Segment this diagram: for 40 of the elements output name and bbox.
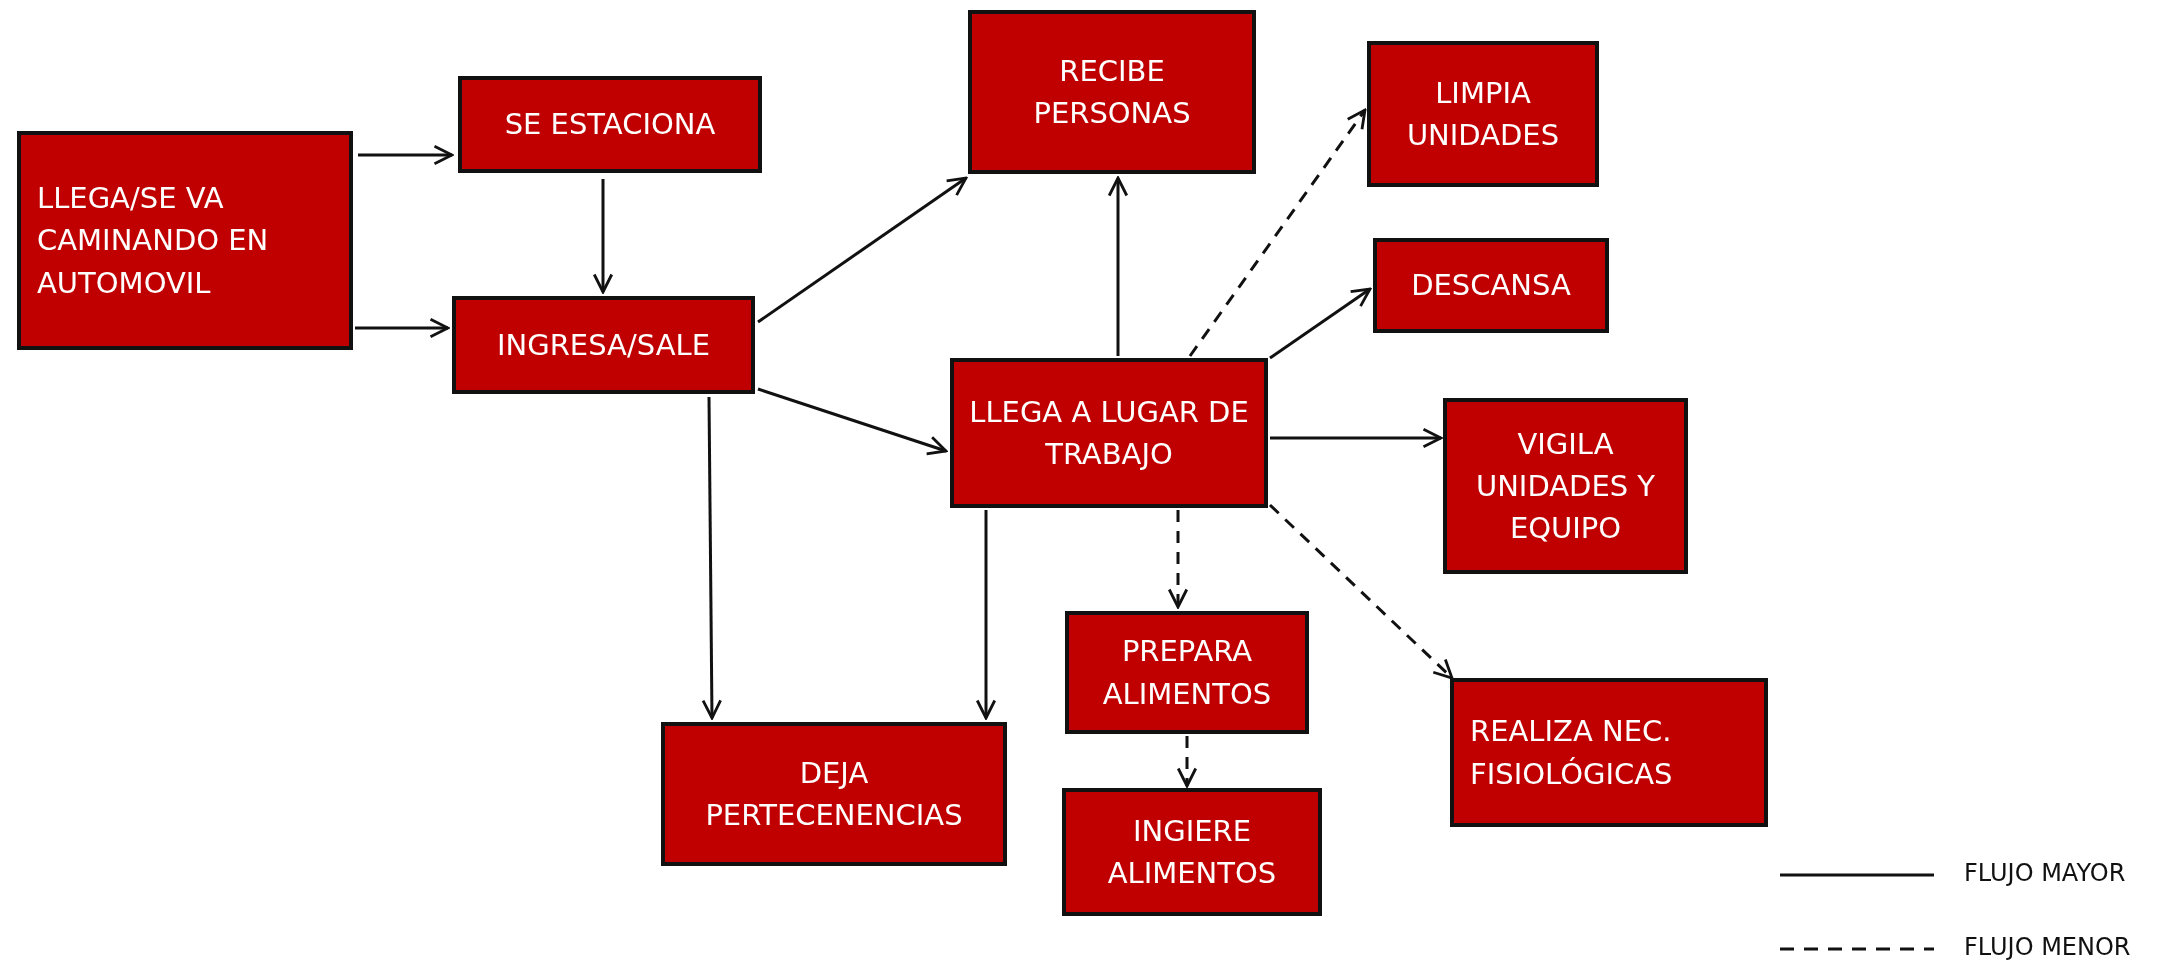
box-label: SE ESTACIONA (504, 106, 716, 144)
box-label: INGRESA/SALE (497, 326, 710, 364)
arrow (592, 179, 614, 294)
process-box (458, 76, 762, 173)
box-label: DEJA PERTECENENCIAS (704, 754, 964, 834)
process-box (661, 722, 1007, 866)
arrow (1188, 108, 1367, 357)
arrow (1269, 287, 1372, 360)
box-label: INGIERE ALIMENTOS (1106, 812, 1278, 892)
box-label: LLEGA/SE VA CAMINANDO EN AUTOMOVIL (37, 180, 270, 302)
process-box (1373, 238, 1609, 333)
legend-label: FLUJO MAYOR (1964, 859, 2126, 887)
box-label: LIMPIA UNIDADES (1405, 74, 1561, 154)
arrow (1268, 503, 1454, 680)
process-box (968, 10, 1256, 174)
arrow (358, 144, 454, 166)
box-label: VIGILA UNIDADES Y EQUIPO (1474, 425, 1657, 547)
arrow (701, 397, 722, 720)
process-box (950, 358, 1268, 508)
legend-label: FLUJO MENOR (1964, 933, 2131, 961)
process-box (1367, 41, 1599, 187)
arrow (757, 387, 948, 456)
arrow (355, 317, 450, 339)
process-box (17, 131, 353, 350)
arrow (975, 510, 997, 720)
process-box (1062, 788, 1322, 916)
arrow (1270, 427, 1443, 449)
process-box (1065, 611, 1309, 734)
box-label: LLEGA A LUGAR DE TRABAJO (968, 393, 1250, 473)
arrow (1107, 176, 1129, 356)
process-box (1450, 678, 1768, 827)
process-box (452, 296, 755, 394)
box-label: REALIZA NEC. FISIOLÓGICAS (1470, 713, 1674, 793)
box-label: DESCANSA (1411, 267, 1571, 305)
box-label: RECIBE PERSONAS (1032, 52, 1192, 132)
arrow (1176, 736, 1198, 788)
arrow (1167, 510, 1189, 609)
arrow (757, 176, 968, 324)
process-box (1443, 398, 1688, 574)
box-label: PREPARA ALIMENTOS (1101, 633, 1273, 713)
